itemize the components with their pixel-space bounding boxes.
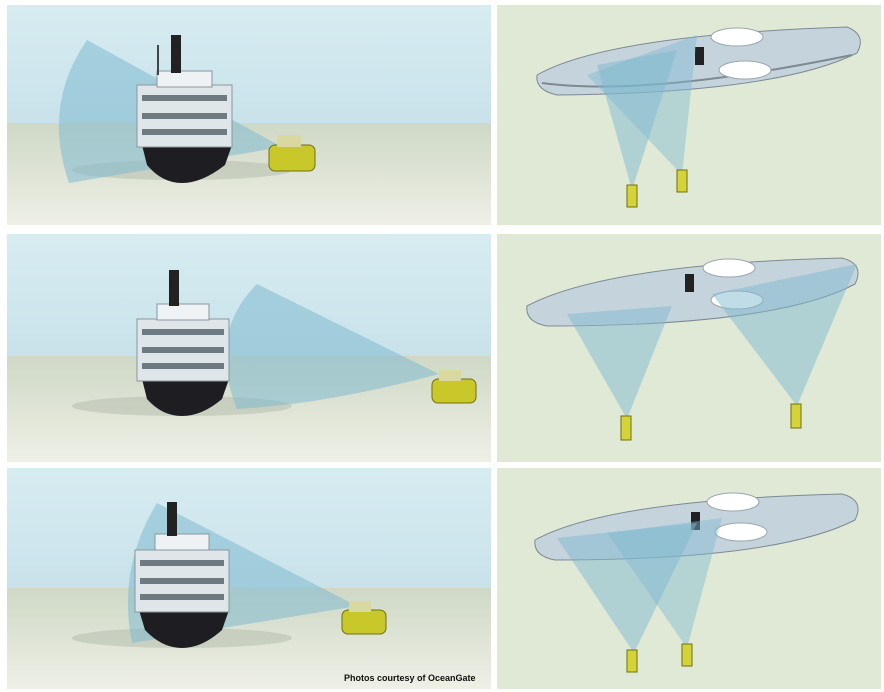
lifeboat <box>707 493 759 511</box>
lifeboat <box>719 61 771 79</box>
side-view-scene <box>7 5 491 225</box>
top-view-scene <box>497 5 881 225</box>
photo-credit: Photos courtesy of OceanGate <box>344 673 476 683</box>
smokestack <box>695 47 704 65</box>
rov-submersible <box>791 404 801 428</box>
panel-top-1 <box>497 5 881 225</box>
panel-side-2 <box>7 234 491 462</box>
side-view-scene <box>7 468 491 689</box>
rov-submersible <box>621 416 631 440</box>
panel-side-3 <box>7 468 491 689</box>
rov-submersible <box>627 650 637 672</box>
top-view-scene <box>497 468 881 689</box>
rov-submersible <box>677 170 687 192</box>
rov-submersible <box>682 644 692 666</box>
side-view-scene <box>7 234 491 462</box>
panel-top-3 <box>497 468 881 689</box>
smokestack <box>685 274 694 292</box>
lifeboat <box>703 259 755 277</box>
lifeboat <box>711 28 763 46</box>
panel-top-2 <box>497 234 881 462</box>
lifeboat <box>715 523 767 541</box>
top-view-scene <box>497 234 881 462</box>
rov-submersible <box>627 185 637 207</box>
panel-side-1 <box>7 5 491 225</box>
